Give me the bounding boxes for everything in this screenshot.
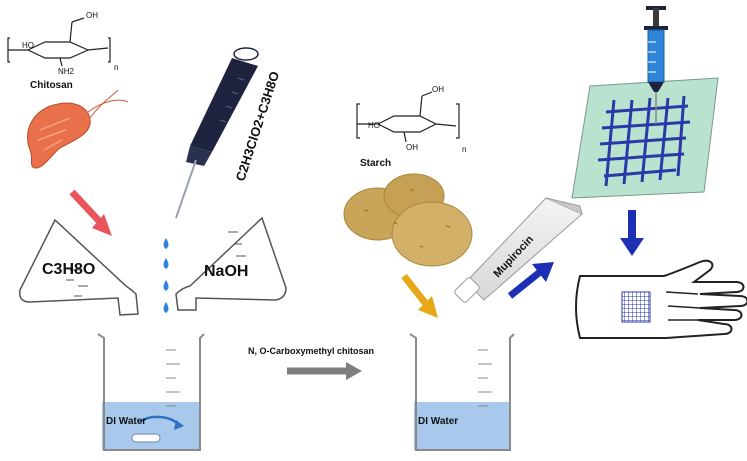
starch-ho-label: HO (368, 121, 380, 130)
blue-arrow-diagonal (507, 262, 554, 299)
gray-arrow (287, 362, 362, 380)
starch-n-label: n (462, 145, 466, 154)
water-drops (163, 238, 169, 313)
chitosan-label: Chitosan (30, 80, 73, 91)
applied-mesh-patch (621, 291, 651, 323)
beaker-right (409, 333, 515, 451)
starch-oh-bottom-label: OH (406, 143, 418, 152)
beaker-left-label: DI Water (106, 416, 146, 427)
orange-arrow (401, 273, 438, 318)
syringe-icon (644, 6, 668, 124)
hand-icon (575, 259, 747, 339)
chitosan-oh-label: OH (86, 11, 98, 20)
ointment-tube-icon (454, 197, 583, 303)
starch-structure (356, 91, 460, 143)
potato-icon (343, 173, 473, 267)
chitosan-ho-label: HO (22, 41, 34, 50)
blue-arrow-down (620, 210, 644, 256)
chitosan-nh2-label: NH2 (58, 67, 75, 76)
beaker-left (97, 333, 205, 451)
red-arrow (69, 189, 112, 236)
arrow-product-label: N, O-Carboxymethyl chitosan (248, 346, 374, 356)
flask-left (18, 218, 139, 316)
beaker-right-label: DI Water (418, 416, 458, 427)
chitosan-structure (7, 17, 111, 67)
mesh-patch (571, 77, 719, 199)
flask-right-label: NaOH (204, 263, 248, 280)
flask-right (175, 216, 287, 311)
starch-oh-top-label: OH (432, 85, 444, 94)
pipette-icon (175, 47, 259, 219)
flask-left-label: C3H8O (42, 261, 95, 278)
starch-label: Starch (360, 158, 391, 169)
shrimp-icon (27, 89, 129, 169)
chitosan-n-label: n (114, 63, 118, 72)
